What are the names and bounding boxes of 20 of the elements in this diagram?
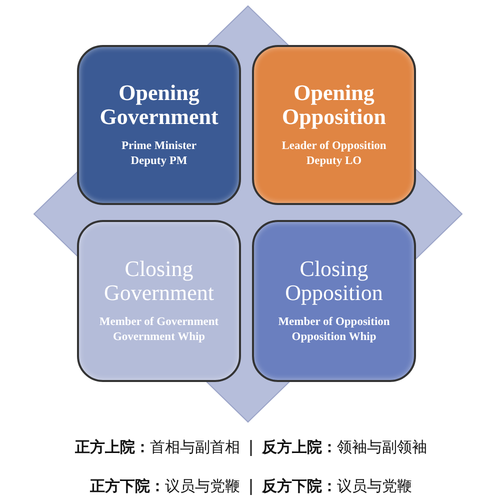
team-title: Closing Government (103, 257, 215, 305)
team-title: Closing Opposition (284, 257, 384, 305)
team-box (252, 45, 416, 205)
role-text: Government Whip (112, 330, 206, 345)
role-caption: 反方上院：领袖与副领袖 (262, 438, 427, 457)
role-text: Member of Government (99, 315, 219, 330)
role-text: Member of Opposition (278, 315, 390, 330)
role-text: Leader of Opposition (282, 139, 386, 154)
role-text: Deputy PM (130, 154, 188, 169)
role-caption: 反方下院：议员与党鞭 (262, 477, 412, 496)
team-title: Opening Opposition (281, 81, 387, 129)
team-box (77, 220, 241, 382)
team-box (77, 45, 241, 205)
team-box (252, 220, 416, 382)
role-text: Prime Minister (121, 139, 197, 154)
team-title: Opening Government (98, 81, 220, 129)
role-text: Deputy LO (306, 154, 362, 169)
role-caption: 正方上院：首相与副首相 (75, 438, 240, 457)
role-caption: 正方下院：议员与党鞭 (90, 477, 240, 496)
role-text: Opposition Whip (292, 330, 376, 345)
